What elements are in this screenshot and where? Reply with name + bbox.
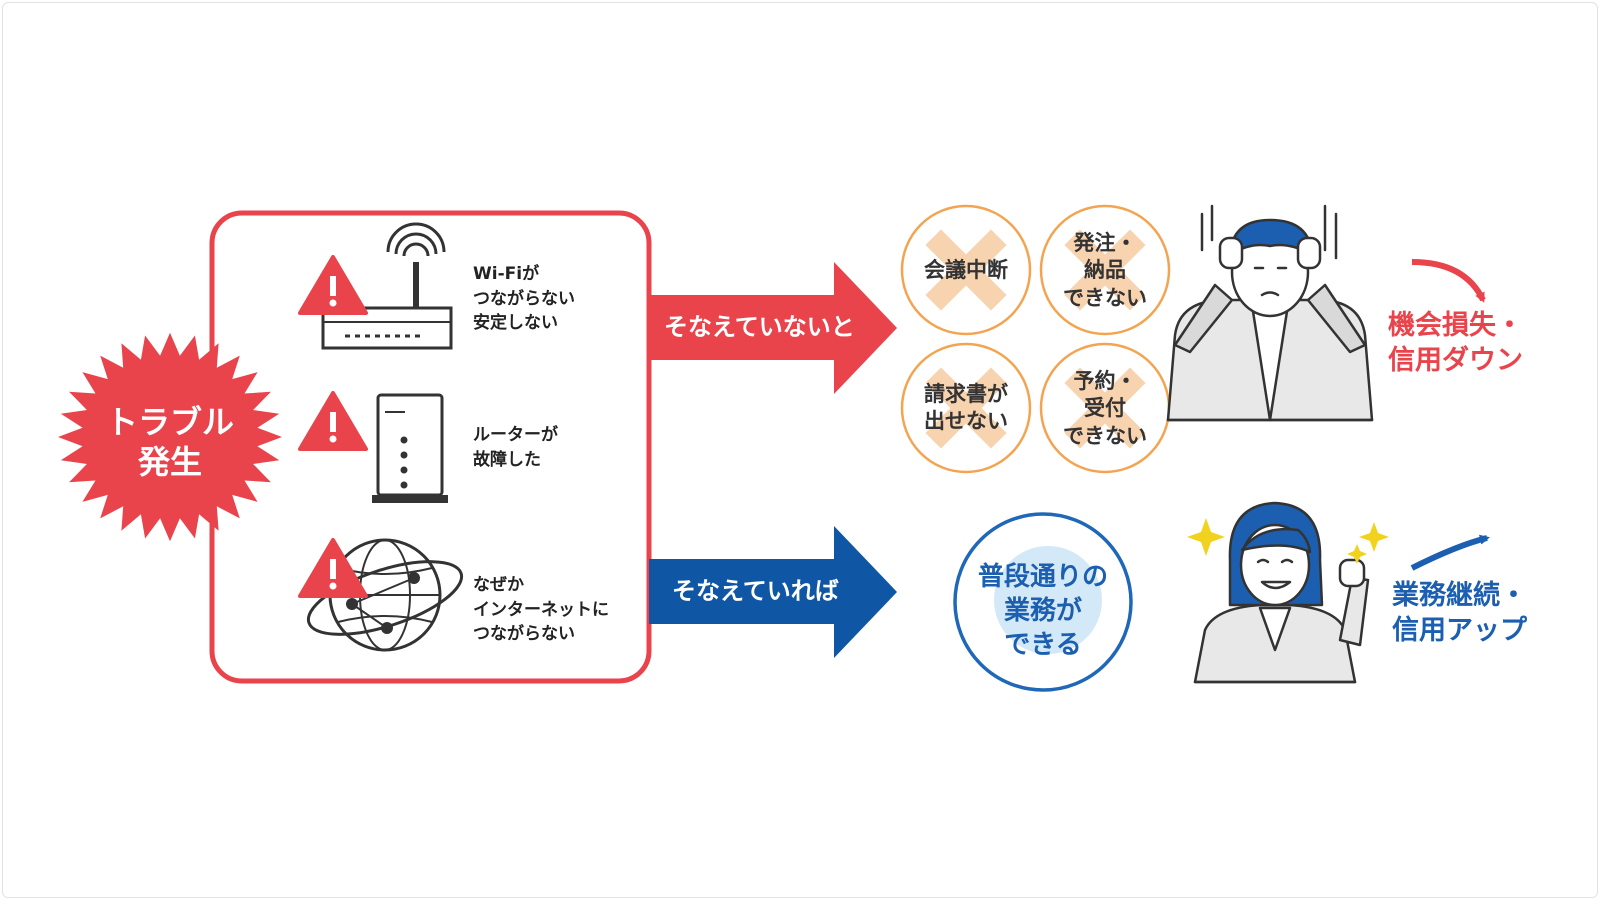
sparkle-icon [1187,518,1389,564]
outcome-bad: 機会損失・ 信用ダウン [1388,308,1523,378]
bad-circle-line: 予約・ [1073,369,1137,393]
good-circle-text: 普段通りの 業務が できる [958,561,1128,662]
outcome-line: 業務継続・ [1392,580,1527,611]
good-circle-line: できる [1004,629,1082,660]
bad-circle [900,204,1032,336]
outcome-line: 機会損失・ [1388,310,1523,341]
up-trend-arrow [1410,534,1490,571]
bad-circle-line: 出せない [924,409,1008,434]
trouble-label: トラブル 発生 [100,402,240,482]
bad-circle-order: 発注・ 納品 できない [1041,230,1169,312]
bad-circle-line: 請求書が [924,382,1008,406]
bad-circle-line: 発注・ [1073,231,1137,255]
trouble-item-internet: なぜか インターネットに つながらない [473,573,609,647]
trouble-item-router: ルーターが 故障した [473,423,558,472]
trouble-item-line: 安定しない [473,313,558,334]
outcome-line: 信用ダウン [1388,345,1523,377]
bad-circle [1039,204,1171,336]
bad-circle-invoice: 請求書が 出せない [902,381,1030,436]
trouble-item-line: つながらない [473,288,575,309]
trouble-label-line1: トラブル [105,403,234,441]
unprepared-arrow [649,262,897,394]
trouble-item-line: インターネットに [473,599,609,620]
trouble-item-line: つながらない [473,624,575,645]
bad-circle-line: できない [1063,423,1147,448]
bad-circle [900,342,1032,474]
outcome-good: 業務継続・ 信用アップ [1392,578,1527,648]
distressed-man-illustration [1166,204,1374,422]
trouble-label-line2: 発生 [137,443,202,481]
bad-circle-line: できない [1063,285,1147,310]
good-circle-line: 普段通りの [977,562,1108,592]
bad-circle-line: 会議中断 [924,258,1008,282]
warning-icon [298,255,368,315]
unprepared-label: そなえていないと [664,313,855,341]
trouble-item-line: Wi-Fiが [473,264,540,284]
warning-icon [298,391,368,451]
trouble-item-line: なぜか [473,575,524,595]
bad-circle-meeting: 会議中断 [902,257,1030,284]
router-icon [321,222,453,350]
good-circle-line: 業務が [1003,595,1082,626]
trouble-item-wifi: Wi-Fiが つながらない 安定しない [473,262,575,336]
trouble-item-line: 故障した [473,449,541,470]
outcome-line: 信用アップ [1392,615,1527,647]
bad-circle-line: 納品 [1084,258,1126,283]
good-circle [953,512,1133,692]
warning-icon [298,538,368,598]
happy-woman-illustration [1193,501,1370,684]
bad-circle-line: 受付 [1084,396,1126,421]
down-trend-arrow [1411,259,1486,303]
bad-circle [1039,342,1171,474]
bad-circle-reservation: 予約・ 受付 できない [1041,368,1169,450]
prepared-arrow [649,526,897,658]
trouble-starburst [58,332,282,542]
server-tower-icon [372,393,448,503]
prepared-label: そなえていれば [672,577,839,605]
trouble-item-line: ルーターが [473,425,558,445]
